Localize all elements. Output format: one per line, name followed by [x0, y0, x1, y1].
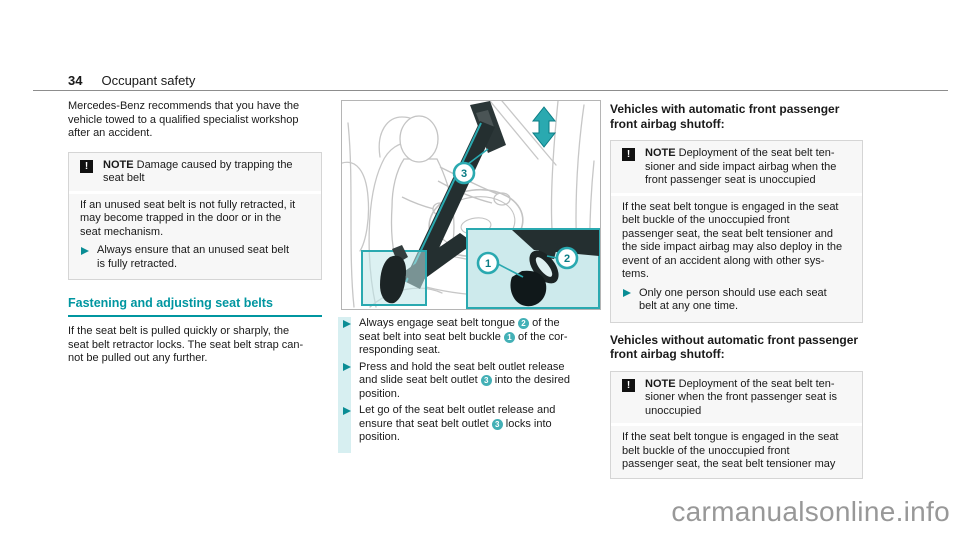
note-title: NOTE Damage caused by trapping the seat … [103, 159, 293, 186]
note-title: NOTE Deployment of the seat belt ten- si… [645, 378, 837, 419]
callout-2-circle [555, 246, 579, 270]
instruction-segment: into the desired position. [359, 374, 570, 400]
inset-belt-strap [512, 230, 599, 256]
up-down-arrow-icon [531, 106, 557, 148]
callout-3-circle [452, 161, 476, 185]
page-number: 34 [68, 73, 83, 88]
note-bullet: Always ensure that an unused seat belt i… [69, 241, 321, 279]
instruction-segment: locks into position. [359, 417, 552, 444]
note-bullet-text: Only one person should use each seat bel… [639, 286, 827, 313]
callout-3-line [467, 148, 489, 165]
seatbelt-illustration: 3 1 2 [341, 100, 601, 310]
note-title-text: Deployment of the seat belt ten- sioner … [645, 377, 838, 417]
note-header: ! NOTE Damage caused by trapping the sea… [69, 153, 321, 194]
fastening-paragraph: If the seat belt is pulled quickly or sh… [68, 325, 304, 364]
note-header: ! NOTE Deployment of the seat belt ten- … [611, 141, 862, 196]
note-body: If the seat belt tongue is engaged in th… [622, 200, 843, 281]
watermark: carmanualsonline.info [671, 496, 950, 527]
note-title: NOTE Deployment of the seat belt ten- si… [645, 147, 836, 188]
instruction-segment: of the seat belt into seat belt buckle [359, 317, 560, 343]
belt-buckle-ref-badge: 1 [503, 331, 515, 343]
shoulder-belt [404, 121, 495, 289]
bullet-arrow-icon [81, 246, 89, 255]
note-box-trapping: ! NOTE Damage caused by trapping the sea… [68, 151, 322, 280]
instruction-text: Press and hold the seat belt outlet rele… [359, 361, 570, 402]
note-header: ! NOTE Deployment of the seat belt ten- … [611, 372, 862, 426]
instruction-segment: of the cor- responding seat. [359, 330, 568, 357]
heading-without-shutoff: Vehicles without automatic front passeng… [610, 332, 859, 362]
callout-3-number: 3 [461, 168, 467, 180]
note-title-text: Damage caused by trapping the seat belt [103, 158, 293, 185]
instruction-segment: Always engage seat belt tongue [359, 317, 519, 329]
note-body: If the seat belt tongue is engaged in th… [622, 431, 839, 470]
instruction-text: Always engage seat belt tongue 2 of the … [359, 317, 568, 358]
callout-1-number: 1 [485, 258, 491, 270]
bullet-highlight-strip [338, 317, 351, 453]
note-body: If an unused seat belt is not fully retr… [80, 198, 296, 238]
list-item: Let go of the seat belt outlet release a… [342, 404, 600, 445]
list-item: Always engage seat belt tongue 2 of the … [342, 317, 600, 358]
belt-outlet-ref-badge: 3 [480, 375, 492, 386]
page-header: 34 Occupant safety [68, 73, 195, 88]
buckle-small [380, 255, 406, 304]
note-title-text: Deployment of the seat belt ten- sioner … [645, 147, 837, 186]
section-heading-fastening: Fastening and adjusting seat belts [68, 296, 322, 317]
note-label: NOTE [645, 147, 676, 159]
note-bullet-text: Always ensure that an unused seat belt i… [97, 244, 290, 270]
belt-outlet-ref-badge: 3 [491, 418, 503, 430]
intro-paragraph: Mercedes-Benz recommends that you have t… [68, 100, 300, 139]
left-column: Mercedes-Benz recommends that you have t… [68, 100, 322, 366]
note-label: NOTE [645, 377, 676, 390]
note-box-with-shutoff: ! NOTE Deployment of the seat belt ten- … [610, 140, 863, 323]
note-box-without-shutoff: ! NOTE Deployment of the seat belt ten- … [610, 370, 863, 479]
callout-2-line [546, 255, 558, 259]
belt-tongue-ref-badge: 2 [518, 318, 530, 329]
instruction-list: Always engage seat belt tongue 2 of the … [342, 317, 600, 448]
exclamation-icon: ! [80, 159, 93, 173]
bullet-arrow-icon [343, 363, 351, 371]
right-column: Vehicles with automatic front passenger … [610, 102, 863, 479]
exclamation-icon: ! [622, 378, 635, 392]
exclamation-icon: ! [622, 148, 635, 161]
callout-2-number: 2 [564, 253, 570, 265]
note-label: NOTE [103, 158, 134, 171]
callout-1-line [497, 263, 524, 278]
inset-buckle-body [510, 270, 547, 307]
bullet-arrow-icon [343, 319, 351, 328]
instruction-segment: Press and hold the seat belt outlet rele… [359, 360, 565, 387]
seatbelt-illustration-svg: 3 1 2 [342, 101, 600, 309]
instruction-text: Let go of the seat belt outlet release a… [359, 404, 555, 445]
list-item: Press and hold the seat belt outlet rele… [342, 361, 600, 402]
callout-1-circle [476, 251, 500, 275]
heading-with-shutoff: Vehicles with automatic front passenger … [610, 102, 840, 131]
header-rule [33, 90, 948, 91]
bullet-arrow-icon [623, 289, 631, 297]
buckle-tongue-small [392, 245, 408, 263]
bullet-arrow-icon [343, 406, 351, 415]
note-bullet: Only one person should use each seat bel… [611, 284, 862, 322]
instruction-segment: Let go of the seat belt outlet release a… [359, 404, 556, 430]
section-title: Occupant safety [101, 73, 196, 88]
